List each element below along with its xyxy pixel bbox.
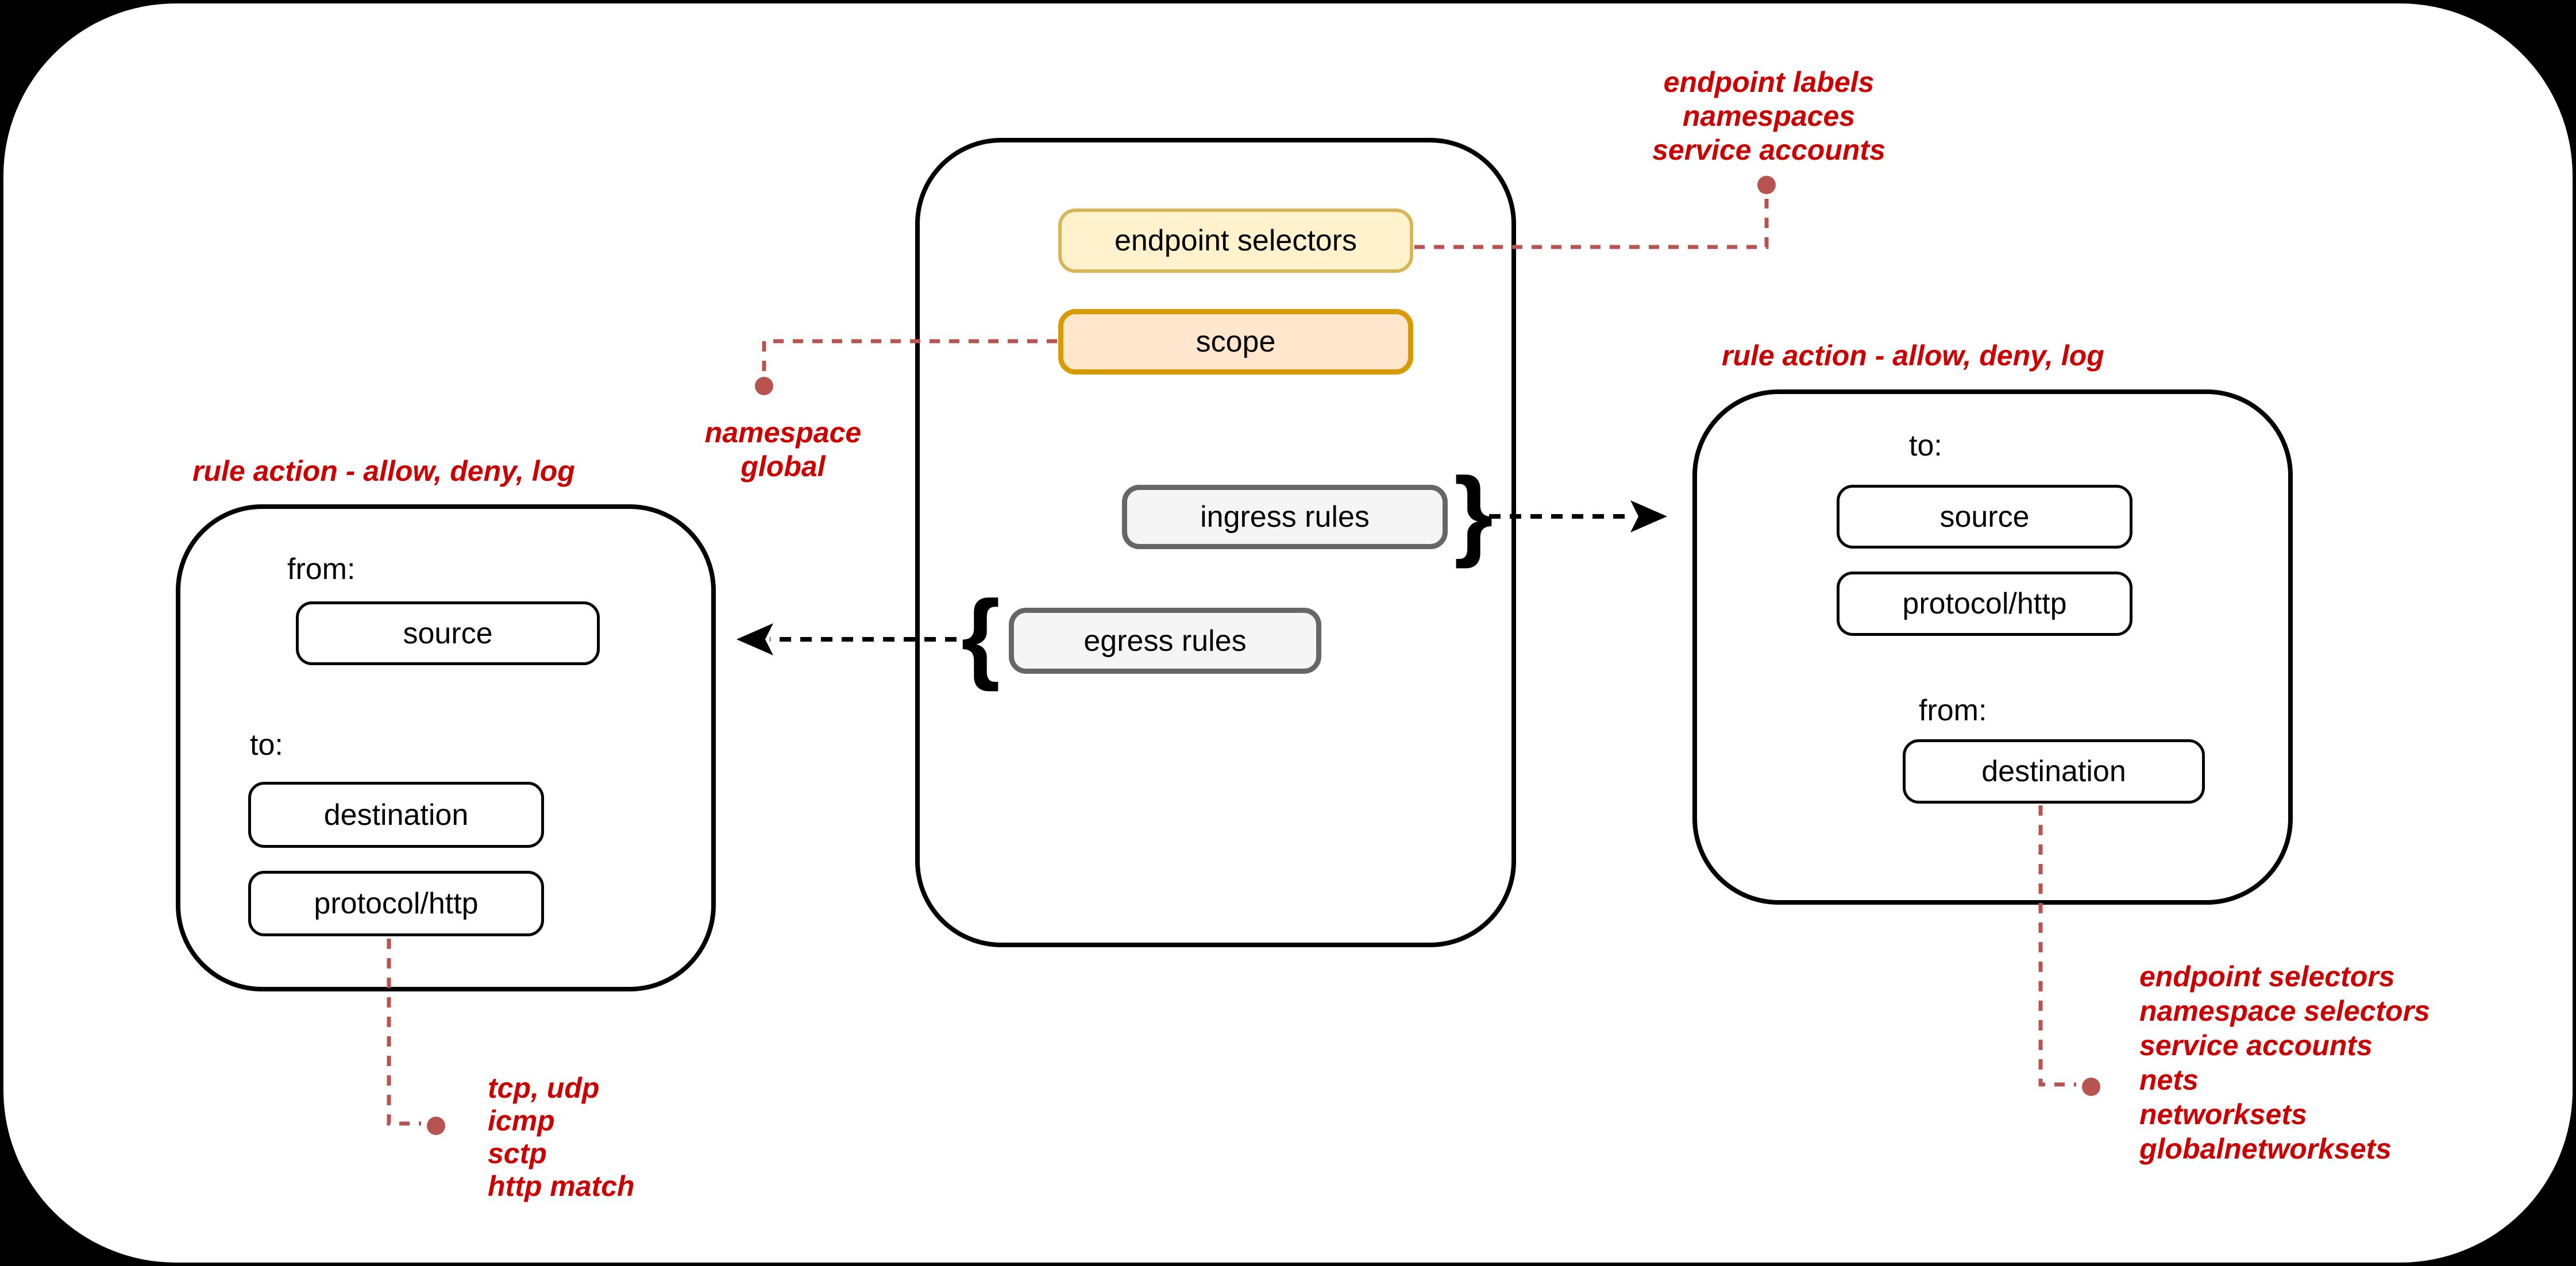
ingress-from-label: from: <box>1919 694 1987 727</box>
egress-destination-box: destination <box>248 782 544 848</box>
ingress-rule-action-note: rule action - allow, deny, log <box>1722 339 2104 372</box>
egress-from-label: from: <box>287 553 356 586</box>
endpoint-selectors-box: endpoint selectors <box>1058 209 1413 273</box>
ingress-protocol-label: protocol/http <box>1902 587 2067 620</box>
egress-rule-action-note: rule action - allow, deny, log <box>192 455 575 487</box>
egress-rules-box: egress rules <box>1009 608 1321 674</box>
egress-destination-label: destination <box>323 798 469 832</box>
egress-protocol-label: protocol/http <box>314 887 479 920</box>
egress-rules-label: egress rules <box>1083 624 1247 658</box>
ingress-source-label: source <box>1939 500 2030 534</box>
egress-rule-container <box>176 504 716 991</box>
ingress-source-box: source <box>1837 485 2132 549</box>
ingress-rules-box: ingress rules <box>1122 485 1448 549</box>
scope-note: namespace global <box>704 416 862 483</box>
endpoint-selectors-label: endpoint selectors <box>1114 224 1358 257</box>
egress-protocol-box: protocol/http <box>248 871 544 936</box>
ingress-destination-label: destination <box>1981 755 2126 788</box>
protocol-note: tcp, udp icmp sctp http match <box>488 1072 635 1202</box>
scope-box: scope <box>1058 309 1413 375</box>
ingress-destination-box: destination <box>1903 739 2205 804</box>
network-policy-container <box>915 138 1516 947</box>
egress-to-label: to: <box>250 728 283 762</box>
scope-label: scope <box>1196 325 1276 358</box>
ingress-rules-label: ingress rules <box>1200 500 1370 534</box>
ingress-protocol-box: protocol/http <box>1837 572 2132 636</box>
ingress-to-label: to: <box>1909 429 1942 462</box>
destination-note: endpoint selectors namespace selectors s… <box>2139 960 2430 1165</box>
ingress-brace: } <box>1453 457 1494 569</box>
egress-brace: { <box>961 580 1001 692</box>
egress-source-box: source <box>296 601 600 665</box>
ingress-rule-container <box>1692 389 2293 905</box>
endpoint-selectors-note: endpoint labels namespaces service accou… <box>1652 66 1885 166</box>
egress-source-label: source <box>403 616 493 650</box>
